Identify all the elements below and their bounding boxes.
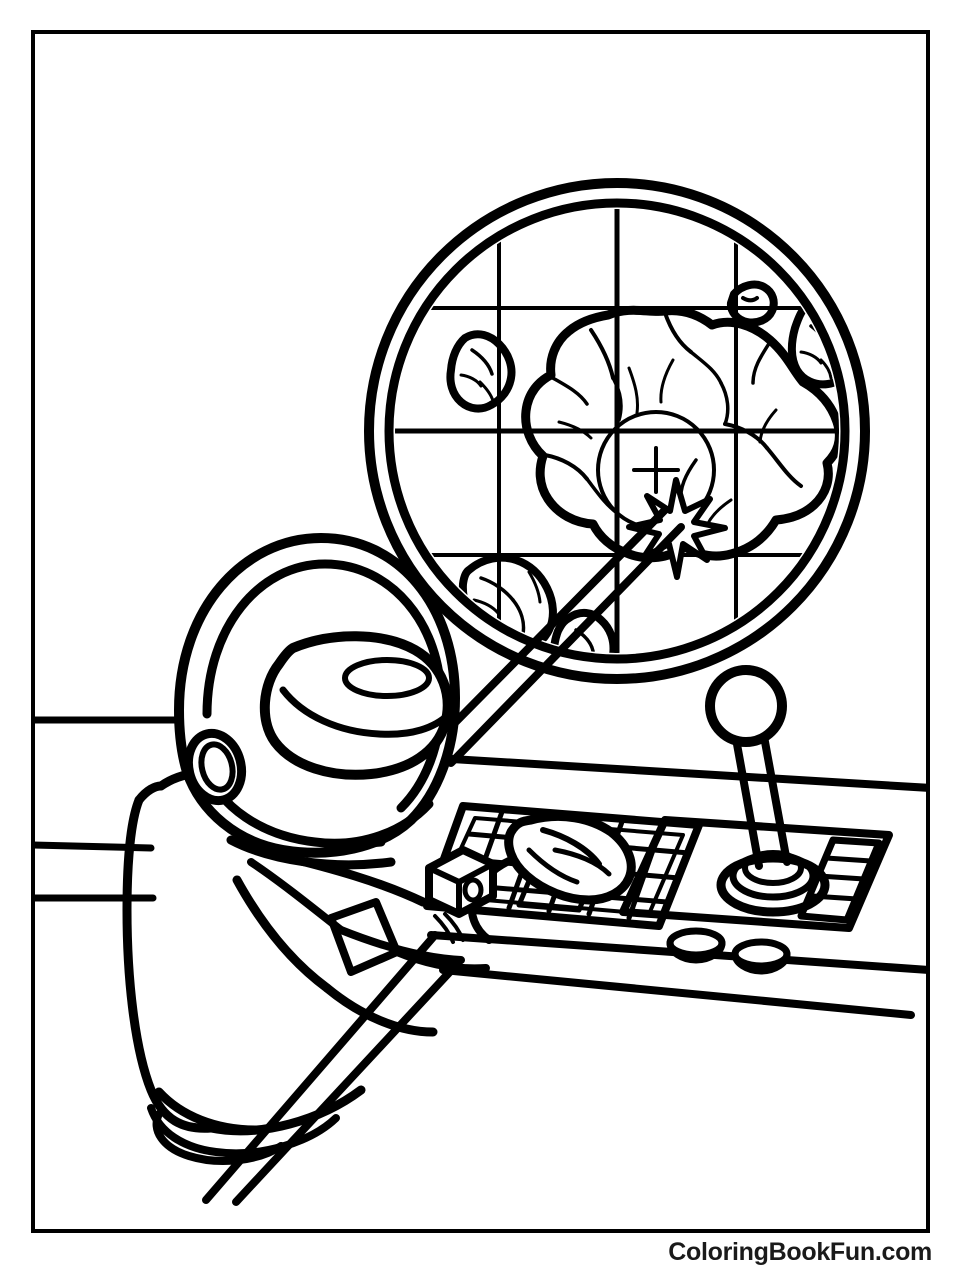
helmet-visor bbox=[259, 631, 453, 780]
footer-credit: ColoringBookFun.com bbox=[668, 1238, 932, 1266]
small-asteroid-left bbox=[446, 330, 516, 413]
joystick-panel bbox=[619, 816, 893, 932]
astronaut bbox=[122, 533, 636, 1165]
porthole-screen bbox=[364, 178, 870, 684]
console-desk bbox=[31, 716, 185, 902]
console-button-right[interactable] bbox=[731, 938, 791, 975]
joystick-base-rings bbox=[716, 850, 830, 917]
gloved-hand bbox=[467, 811, 636, 944]
coloring-artwork bbox=[31, 30, 930, 1233]
small-asteroid-upper-right bbox=[726, 280, 778, 327]
astronaut-helmet bbox=[174, 533, 460, 858]
visor-highlight bbox=[342, 657, 432, 699]
joystick[interactable] bbox=[705, 665, 791, 870]
console-button-left[interactable] bbox=[666, 927, 726, 964]
laser-beam bbox=[429, 506, 685, 767]
page-border-frame bbox=[31, 30, 930, 1233]
helmet-side-knob bbox=[183, 728, 247, 806]
line-art-illustration bbox=[31, 178, 930, 1206]
wrist-device[interactable] bbox=[425, 846, 497, 918]
